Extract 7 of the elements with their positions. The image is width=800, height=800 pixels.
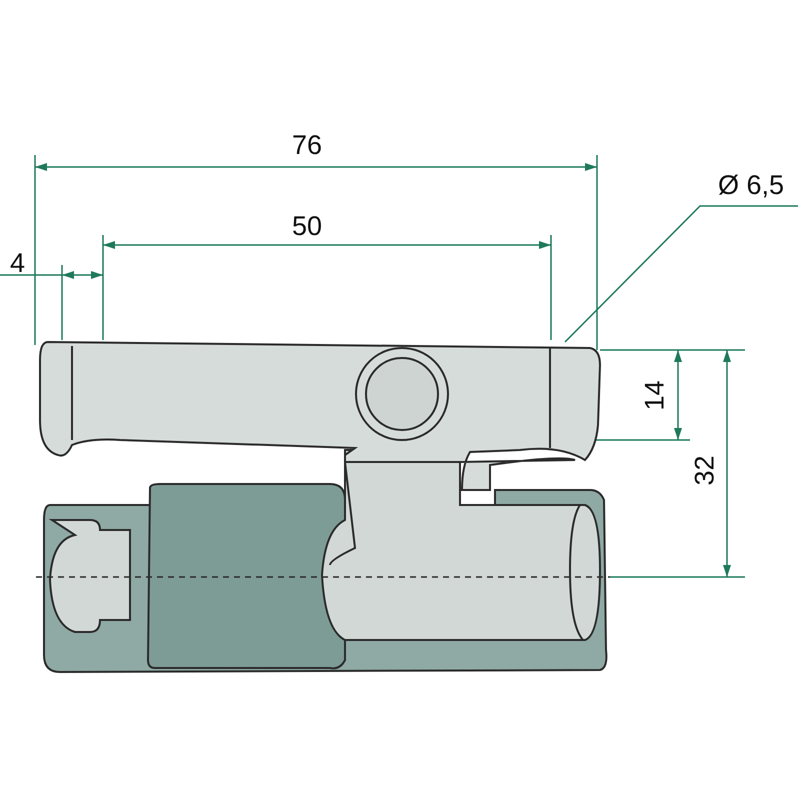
dimension-value: 50 xyxy=(292,213,322,240)
dimension-value: 4 xyxy=(10,250,26,277)
dimension-value: 76 xyxy=(292,132,322,159)
dimension-value: 32 xyxy=(692,455,719,486)
diameter-label: Ø 6,5 xyxy=(718,172,784,205)
leader-line xyxy=(564,205,798,343)
dimension-value: 14 xyxy=(642,380,669,411)
